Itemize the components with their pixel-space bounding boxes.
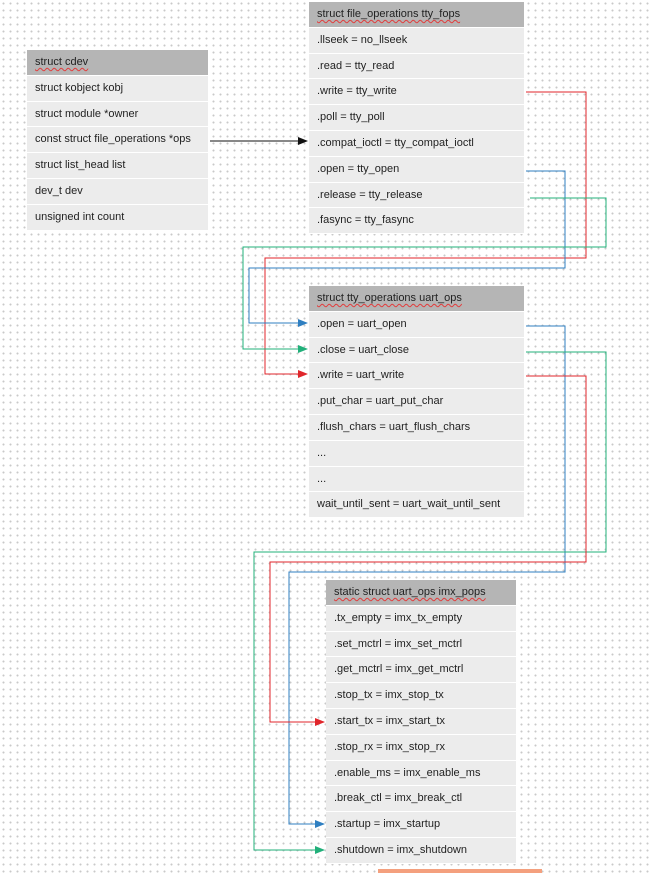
field-llseek: .llseek = no_llseek: [309, 27, 524, 54]
table-title: struct cdev: [27, 50, 208, 76]
field-stop-tx: .stop_tx = imx_stop_tx: [326, 683, 516, 709]
field-wait-until-sent: wait_until_sent = uart_wait_until_sent: [309, 492, 524, 519]
field-owner: struct module *owner: [27, 101, 208, 128]
field-release: .release = tty_release: [309, 182, 524, 209]
field-flush-chars: .flush_chars = uart_flush_chars: [309, 414, 524, 441]
field-ellipsis: ...: [309, 466, 524, 493]
table-title: static struct uart_ops imx_pops: [326, 580, 516, 606]
arrow-tty-write-to-uart-write: [264, 91, 587, 378]
field-write: .write = tty_write: [309, 79, 524, 106]
arrow-tty-open-to-uart-open: [248, 170, 566, 327]
table-tty-fops: struct file_operations tty_fops .llseek …: [309, 2, 524, 235]
scroll-indicator: [378, 869, 542, 873]
field-open: .open = tty_open: [309, 156, 524, 183]
field-ops: const struct file_operations *ops: [27, 127, 208, 154]
field-ellipsis: ...: [309, 440, 524, 467]
table-uart-ops: struct tty_operations uart_ops .open = u…: [309, 286, 524, 519]
field-enable-ms: .enable_ms = imx_enable_ms: [326, 760, 516, 787]
field-break-ctl: .break_ctl = imx_break_ctl: [326, 786, 516, 813]
field-put-char: .put_char = uart_put_char: [309, 389, 524, 415]
field-poll: .poll = tty_poll: [309, 105, 524, 131]
field-shutdown: .shutdown = imx_shutdown: [326, 837, 516, 864]
field-write: .write = uart_write: [309, 363, 524, 390]
field-read: .read = tty_read: [309, 53, 524, 80]
table-imx-pops: static struct uart_ops imx_pops .tx_empt…: [326, 580, 516, 864]
field-close: .close = uart_close: [309, 337, 524, 364]
table-title: struct file_operations tty_fops: [309, 2, 524, 28]
field-list: struct list_head list: [27, 153, 208, 179]
arrow-uart-write-to-imx-start-tx: [269, 375, 587, 726]
field-kobj: struct kobject kobj: [27, 75, 208, 102]
arrow-uart-close-to-imx-shutdown: [253, 351, 607, 854]
field-count: unsigned int count: [27, 204, 208, 231]
table-struct-cdev: struct cdev struct kobject kobj struct m…: [27, 50, 208, 231]
arrow-tty-release-to-uart-close: [242, 197, 607, 353]
field-start-tx: .start_tx = imx_start_tx: [326, 708, 516, 735]
field-dev: dev_t dev: [27, 178, 208, 205]
field-tx-empty: .tx_empty = imx_tx_empty: [326, 605, 516, 632]
arrow-uart-open-to-imx-startup: [288, 325, 566, 828]
field-set-mctrl: .set_mctrl = imx_set_mctrl: [326, 631, 516, 658]
table-title: struct tty_operations uart_ops: [309, 286, 524, 312]
field-stop-rx: .stop_rx = imx_stop_rx: [326, 734, 516, 761]
field-open: .open = uart_open: [309, 311, 524, 338]
field-compat-ioctl: .compat_ioctl = tty_compat_ioctl: [309, 130, 524, 157]
field-startup: .startup = imx_startup: [326, 812, 516, 838]
field-get-mctrl: .get_mctrl = imx_get_mctrl: [326, 657, 516, 684]
field-fasync: .fasync = tty_fasync: [309, 208, 524, 235]
